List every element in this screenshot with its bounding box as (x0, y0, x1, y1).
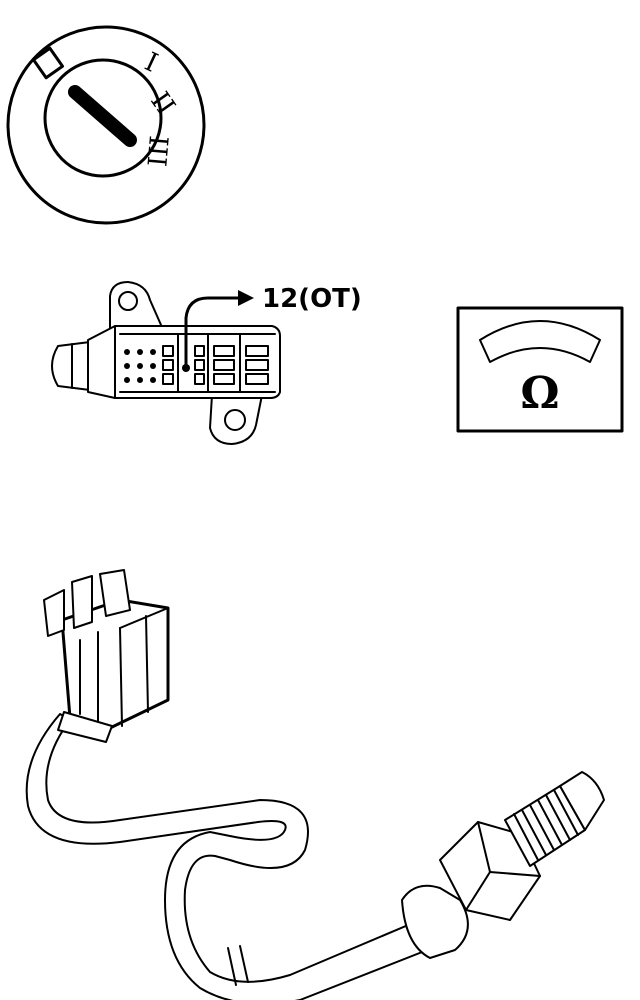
test-lead-arrowhead (238, 290, 254, 306)
terminal-pins (124, 345, 269, 385)
sensor-probe-tip (559, 771, 605, 831)
ohm-symbol: Ω (520, 368, 559, 419)
connector-block: 12(OT) (51, 281, 362, 445)
position-0-marker (31, 46, 65, 80)
terminal-label: 12(OT) (262, 284, 362, 314)
bottom-mounting-ear (209, 394, 263, 445)
test-lead (184, 296, 242, 368)
position-iii-label: III (140, 134, 173, 167)
top-mounting-ear (109, 281, 166, 335)
harness-connector-plug (43, 569, 170, 743)
sensor-grommet (401, 884, 469, 959)
ohmmeter-scale (479, 320, 601, 363)
ohmmeter: Ω (456, 306, 624, 433)
test-terminal-12 (182, 364, 190, 372)
temperature-sensor (25, 569, 605, 1000)
bottom-mounting-hole (224, 409, 246, 431)
key-slot (68, 85, 137, 147)
top-mounting-hole (118, 291, 138, 311)
sensor-harness-cable (25, 713, 441, 1000)
ignition-switch: I II III (6, 25, 206, 225)
connector-housing (87, 325, 281, 399)
